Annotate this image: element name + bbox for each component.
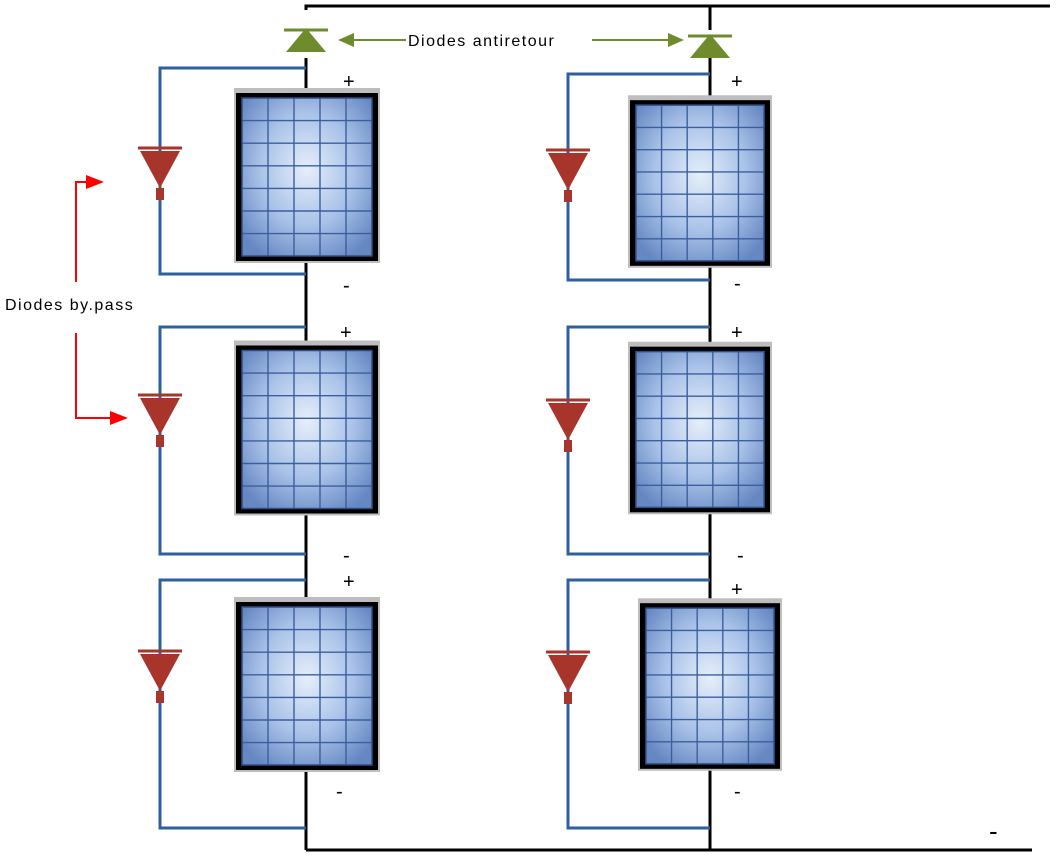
antireturn-diodes bbox=[284, 28, 732, 58]
solar-panel bbox=[627, 94, 773, 269]
minus-sign: - bbox=[734, 273, 741, 295]
bypass-diode bbox=[138, 649, 182, 703]
output-minus-sign: - bbox=[989, 816, 998, 846]
plus-sign: + bbox=[731, 579, 743, 601]
minus-sign: - bbox=[734, 781, 741, 803]
solar-panel bbox=[637, 597, 783, 772]
plus-sign: + bbox=[731, 322, 743, 344]
antireturn-diode-right bbox=[688, 34, 732, 58]
plus-sign: + bbox=[340, 322, 352, 344]
minus-sign: - bbox=[737, 545, 744, 567]
bypass-label: Diodes by.pass bbox=[5, 297, 134, 314]
bypass-diode bbox=[546, 398, 590, 452]
plus-sign: + bbox=[343, 71, 355, 93]
antireturn-label: Diodes antiretour bbox=[408, 33, 555, 50]
solar-panel bbox=[627, 340, 773, 516]
bypass-diode bbox=[138, 393, 182, 447]
bypass-diodes bbox=[138, 146, 590, 704]
bypass-arrows bbox=[75, 175, 128, 425]
antireturn-arrows bbox=[338, 33, 684, 47]
bypass-diode bbox=[546, 148, 590, 202]
solar-panels bbox=[233, 87, 783, 773]
plus-sign: + bbox=[343, 571, 355, 593]
solar-panel bbox=[233, 339, 381, 517]
solar-panel bbox=[233, 596, 381, 773]
polarity-marks: + - + - + - + - + - + - - bbox=[336, 71, 998, 846]
bypass-diode bbox=[138, 146, 182, 200]
bypass-diode bbox=[546, 650, 590, 704]
minus-sign: - bbox=[343, 545, 350, 567]
minus-sign: - bbox=[343, 275, 350, 297]
plus-sign: + bbox=[731, 71, 743, 93]
antireturn-diode-left bbox=[284, 28, 328, 52]
solar-panel bbox=[233, 87, 381, 264]
minus-sign: - bbox=[336, 781, 343, 803]
